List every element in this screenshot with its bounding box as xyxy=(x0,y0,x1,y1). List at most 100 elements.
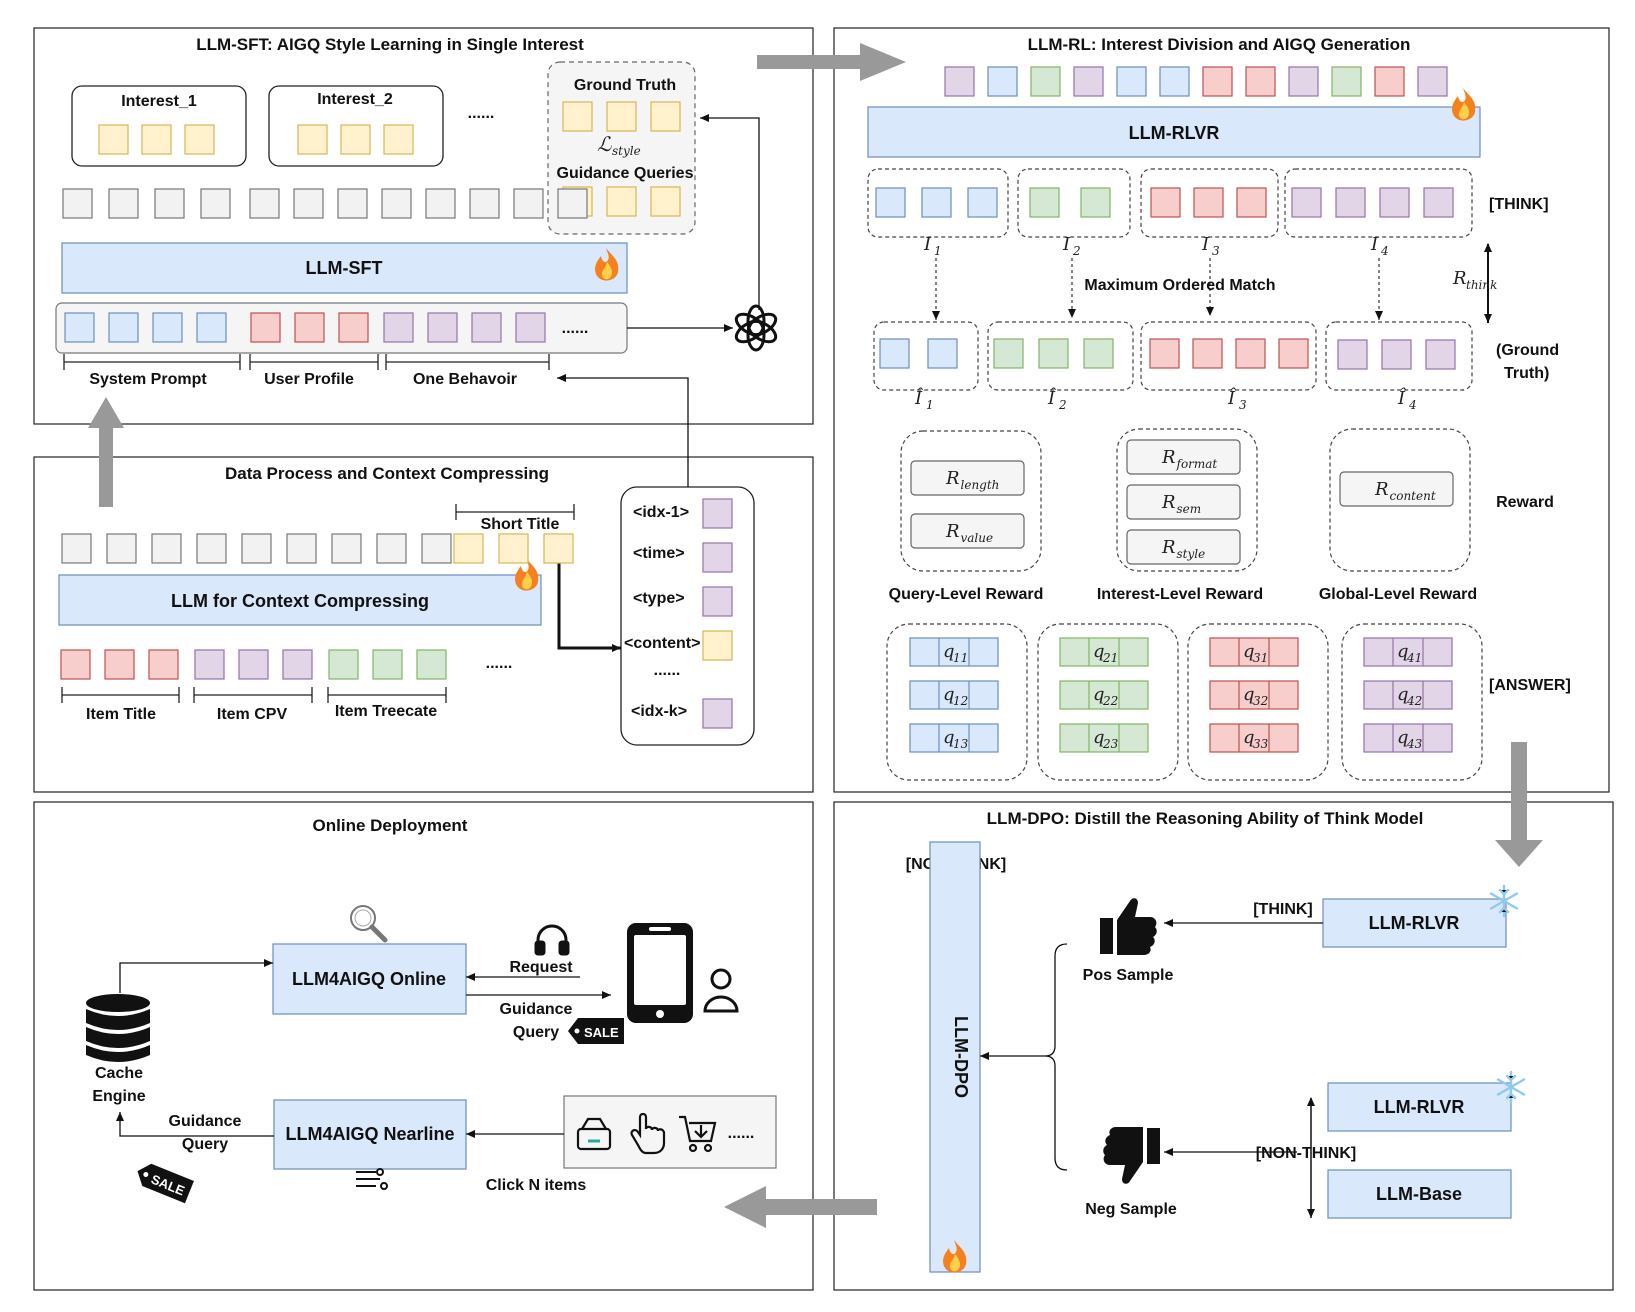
sequence-ellipsis: ...... xyxy=(562,320,589,337)
gray-token-cell xyxy=(62,188,93,219)
query-cell: q11 xyxy=(909,637,999,667)
panel-data-process: Data Process and Context Compressing Sho… xyxy=(33,374,814,793)
request-label: Request xyxy=(509,959,573,976)
blue-token-cell xyxy=(1159,66,1190,97)
purple-token-cell xyxy=(1337,339,1368,370)
pos-think-tag: [THINK] xyxy=(1253,901,1313,918)
field-time: <time> xyxy=(633,545,685,562)
query-symbol: q xyxy=(1397,641,1409,662)
yellow-token-cell xyxy=(340,124,371,155)
purple-token-cell xyxy=(702,542,733,573)
yellow-token-cell xyxy=(562,101,593,132)
gray-token-cell xyxy=(513,188,544,219)
gt-interest-2-sub: 2 xyxy=(1058,398,1067,412)
llm-base-label: LLM-Base xyxy=(1376,1184,1462,1204)
llm-rlvr-label: LLM-RLVR xyxy=(1129,123,1220,143)
gt-interest-2: Î xyxy=(1047,386,1057,409)
user-icon xyxy=(703,968,739,1013)
sft-title: LLM-SFT: AIGQ Style Learning in Single I… xyxy=(196,35,584,54)
gray-token-cell xyxy=(425,188,456,219)
snowflake-icon xyxy=(1489,884,1519,918)
query-cell: q12 xyxy=(909,680,999,710)
field-type: <type> xyxy=(633,590,685,607)
purple-token-cell xyxy=(702,698,733,729)
one-behavior-label: One Behavoir xyxy=(413,371,517,388)
query-cell: q33 xyxy=(1209,723,1299,753)
neg-sample-label: Neg Sample xyxy=(1085,1201,1177,1218)
purple-token-cell xyxy=(427,312,458,343)
item-ellipsis: ...... xyxy=(486,655,513,672)
field-content: <content> xyxy=(624,635,700,652)
reward-length-symbol: R xyxy=(945,468,960,489)
gray-token-cell xyxy=(376,533,407,564)
interest-i2: I xyxy=(1062,234,1071,255)
gt-interest-1: Î xyxy=(914,386,924,409)
interest-ellipsis: ...... xyxy=(468,105,495,122)
query-symbol: q xyxy=(943,641,955,662)
query-cell: q43 xyxy=(1363,723,1453,753)
item-treecate-label: Item Treecate xyxy=(335,703,437,720)
shopping-basket-icon xyxy=(576,1117,612,1151)
click-n-items-label: Click N items xyxy=(486,1177,587,1194)
query-cell-box xyxy=(909,680,999,710)
interest-i1-sub: 1 xyxy=(934,244,942,258)
click-items-box xyxy=(563,1095,777,1169)
panel-online-deployment: Online Deployment LLM4AIGQ Online LLM4AI… xyxy=(33,801,814,1291)
red-token-cell xyxy=(1192,338,1223,369)
query-symbol: q xyxy=(1397,727,1409,748)
query-subscript: 43 xyxy=(1406,737,1423,751)
query-cell-box xyxy=(1059,680,1149,710)
reward-style-symbol: R xyxy=(1161,537,1176,558)
gray-token-cell xyxy=(421,533,452,564)
query-subscript: 21 xyxy=(1102,651,1118,665)
r-think-sub: think xyxy=(1466,278,1497,292)
red-token-cell xyxy=(60,649,91,680)
gray-token-cell xyxy=(196,533,227,564)
click-ellipsis: ...... xyxy=(728,1125,755,1142)
purple-token-cell xyxy=(1073,66,1104,97)
purple-token-cell xyxy=(1425,339,1456,370)
reward-format-symbol: R xyxy=(1161,447,1176,468)
interest-i3: I xyxy=(1201,234,1210,255)
purple-token-cell xyxy=(1335,187,1366,218)
neg-llm-rlvr-label: LLM-RLVR xyxy=(1374,1097,1465,1117)
reward-content-box xyxy=(1339,471,1454,507)
reward-sem-subscript: sem xyxy=(1177,502,1202,516)
query-cell-box xyxy=(1209,723,1299,753)
red-token-cell xyxy=(104,649,135,680)
interest-symbols: I 1 I 2 I 3 I 4 xyxy=(923,234,1389,258)
guidance-line1: Guidance xyxy=(500,1001,573,1018)
green-token-cell xyxy=(416,649,447,680)
green-token-cell xyxy=(1083,338,1114,369)
query-cell-box xyxy=(1363,637,1453,667)
query-cell-box xyxy=(1363,723,1453,753)
red-token-cell xyxy=(1193,187,1224,218)
reward-value-subscript: value xyxy=(961,531,994,545)
yellow-token-cell xyxy=(297,124,328,155)
yellow-token-cell xyxy=(543,533,574,564)
gray-token-cell xyxy=(241,533,272,564)
token-cells xyxy=(60,66,1456,729)
red-token-cell xyxy=(250,312,281,343)
answer-groups xyxy=(886,623,1483,781)
blue-token-cell xyxy=(196,312,227,343)
query-symbol: q xyxy=(1093,641,1105,662)
llm-rlvr-block xyxy=(867,106,1481,158)
guidance-line2: Query xyxy=(513,1024,559,1041)
fire-icon xyxy=(943,1240,967,1273)
blue-token-cell xyxy=(921,187,952,218)
query-subscript: 32 xyxy=(1253,694,1268,708)
red-token-cell xyxy=(338,312,369,343)
query-subscript: 31 xyxy=(1253,651,1268,665)
cache-line1: Cache xyxy=(95,1065,143,1082)
fire-icon xyxy=(515,558,539,591)
blue-token-cell xyxy=(152,312,183,343)
yellow-token-cell xyxy=(184,124,215,155)
yellow-token-cell xyxy=(141,124,172,155)
reward-sem-box xyxy=(1126,484,1241,520)
database-icon xyxy=(86,994,150,1062)
pos-llm-rlvr-label: LLM-RLVR xyxy=(1369,913,1460,933)
